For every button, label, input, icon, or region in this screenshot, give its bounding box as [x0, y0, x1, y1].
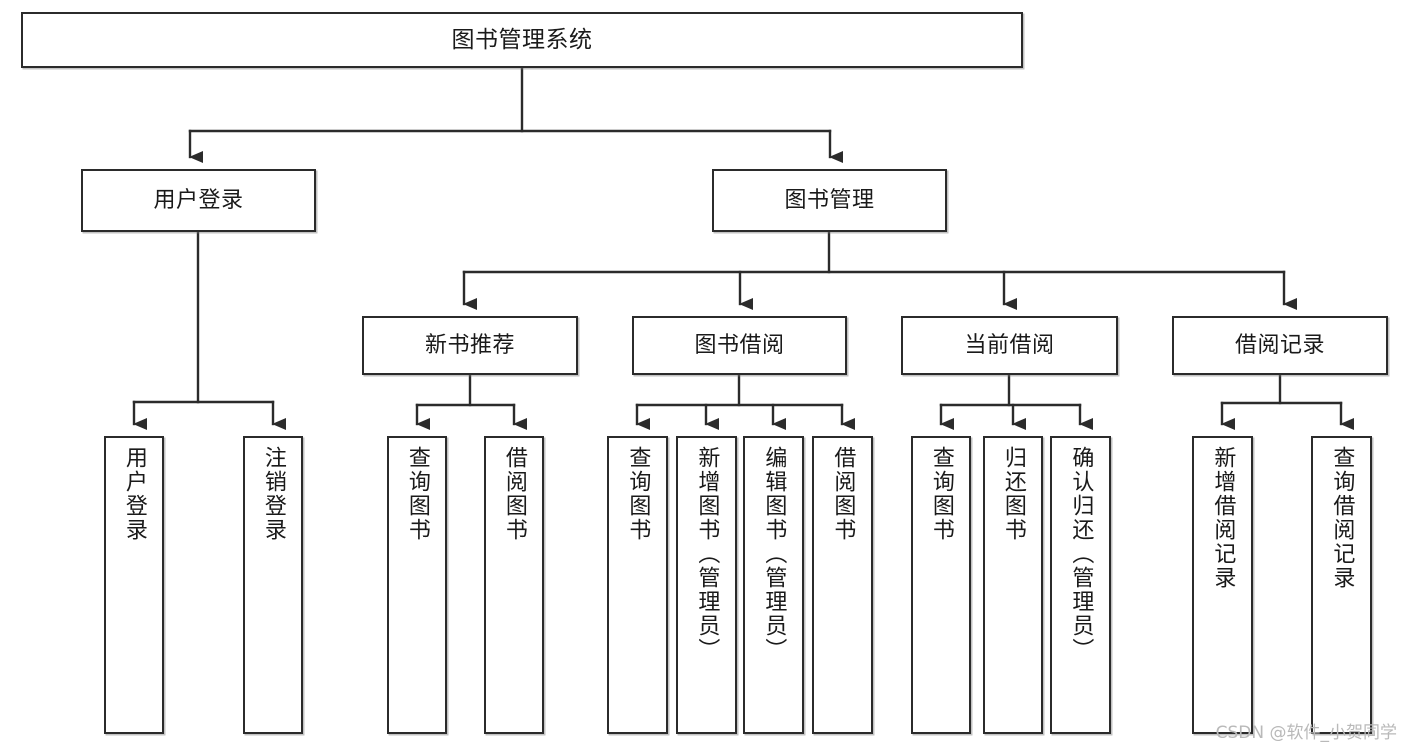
node-current-borrow-label: 当前借阅 [964, 332, 1055, 358]
node-leaf-borrow-book-1-label: 借阅图书 [501, 446, 527, 542]
node-leaf-query-record[interactable]: 查询借阅记录 [1311, 436, 1372, 734]
node-new-book-rec[interactable]: 新书推荐 [362, 316, 578, 375]
node-leaf-return-book-label: 归还图书 [1000, 446, 1026, 542]
node-book-borrow[interactable]: 图书借阅 [632, 316, 847, 375]
node-leaf-query-book-1-label: 查询图书 [404, 446, 430, 542]
node-leaf-query-book-3[interactable]: 查询图书 [911, 436, 971, 734]
node-leaf-add-record-label: 新增借阅记录 [1210, 446, 1236, 590]
node-leaf-query-book-2-label: 查询图书 [625, 446, 651, 542]
node-leaf-add-book[interactable]: 新增图书（管理员） [676, 436, 737, 734]
node-leaf-query-book-2[interactable]: 查询图书 [607, 436, 668, 734]
csdn-watermark: CSDN @软件_小贺同学 [1215, 723, 1397, 743]
node-leaf-return-book[interactable]: 归还图书 [983, 436, 1043, 734]
node-leaf-edit-book[interactable]: 编辑图书（管理员） [743, 436, 804, 734]
node-leaf-confirm-return[interactable]: 确认归还（管理员） [1050, 436, 1111, 734]
node-book-manage[interactable]: 图书管理 [712, 169, 947, 232]
node-leaf-borrow-book-1[interactable]: 借阅图书 [484, 436, 544, 734]
node-user-login-label: 用户登录 [153, 187, 244, 213]
node-leaf-borrow-book-2-label: 借阅图书 [830, 446, 856, 542]
node-leaf-query-book-1[interactable]: 查询图书 [387, 436, 447, 734]
node-leaf-user-login-label: 用户登录 [121, 446, 147, 542]
node-current-borrow[interactable]: 当前借阅 [901, 316, 1118, 375]
node-leaf-confirm-return-label: 确认归还（管理员） [1068, 446, 1094, 662]
node-leaf-add-record[interactable]: 新增借阅记录 [1192, 436, 1253, 734]
node-leaf-user-logout[interactable]: 注销登录 [243, 436, 303, 734]
node-leaf-add-book-label: 新增图书（管理员） [694, 446, 720, 662]
node-borrow-record-label: 借阅记录 [1234, 332, 1325, 358]
node-borrow-record[interactable]: 借阅记录 [1172, 316, 1388, 375]
node-leaf-edit-book-label: 编辑图书（管理员） [761, 446, 787, 662]
node-user-login[interactable]: 用户登录 [81, 169, 316, 232]
node-leaf-query-record-label: 查询借阅记录 [1329, 446, 1355, 590]
node-leaf-user-login[interactable]: 用户登录 [104, 436, 164, 734]
node-root-label: 图书管理系统 [451, 26, 593, 53]
node-book-manage-label: 图书管理 [784, 187, 875, 213]
node-new-book-rec-label: 新书推荐 [424, 332, 515, 358]
node-leaf-query-book-3-label: 查询图书 [928, 446, 954, 542]
node-book-borrow-label: 图书借阅 [694, 332, 785, 358]
node-leaf-user-logout-label: 注销登录 [260, 446, 286, 542]
node-root[interactable]: 图书管理系统 [21, 12, 1023, 68]
node-leaf-borrow-book-2[interactable]: 借阅图书 [812, 436, 873, 734]
